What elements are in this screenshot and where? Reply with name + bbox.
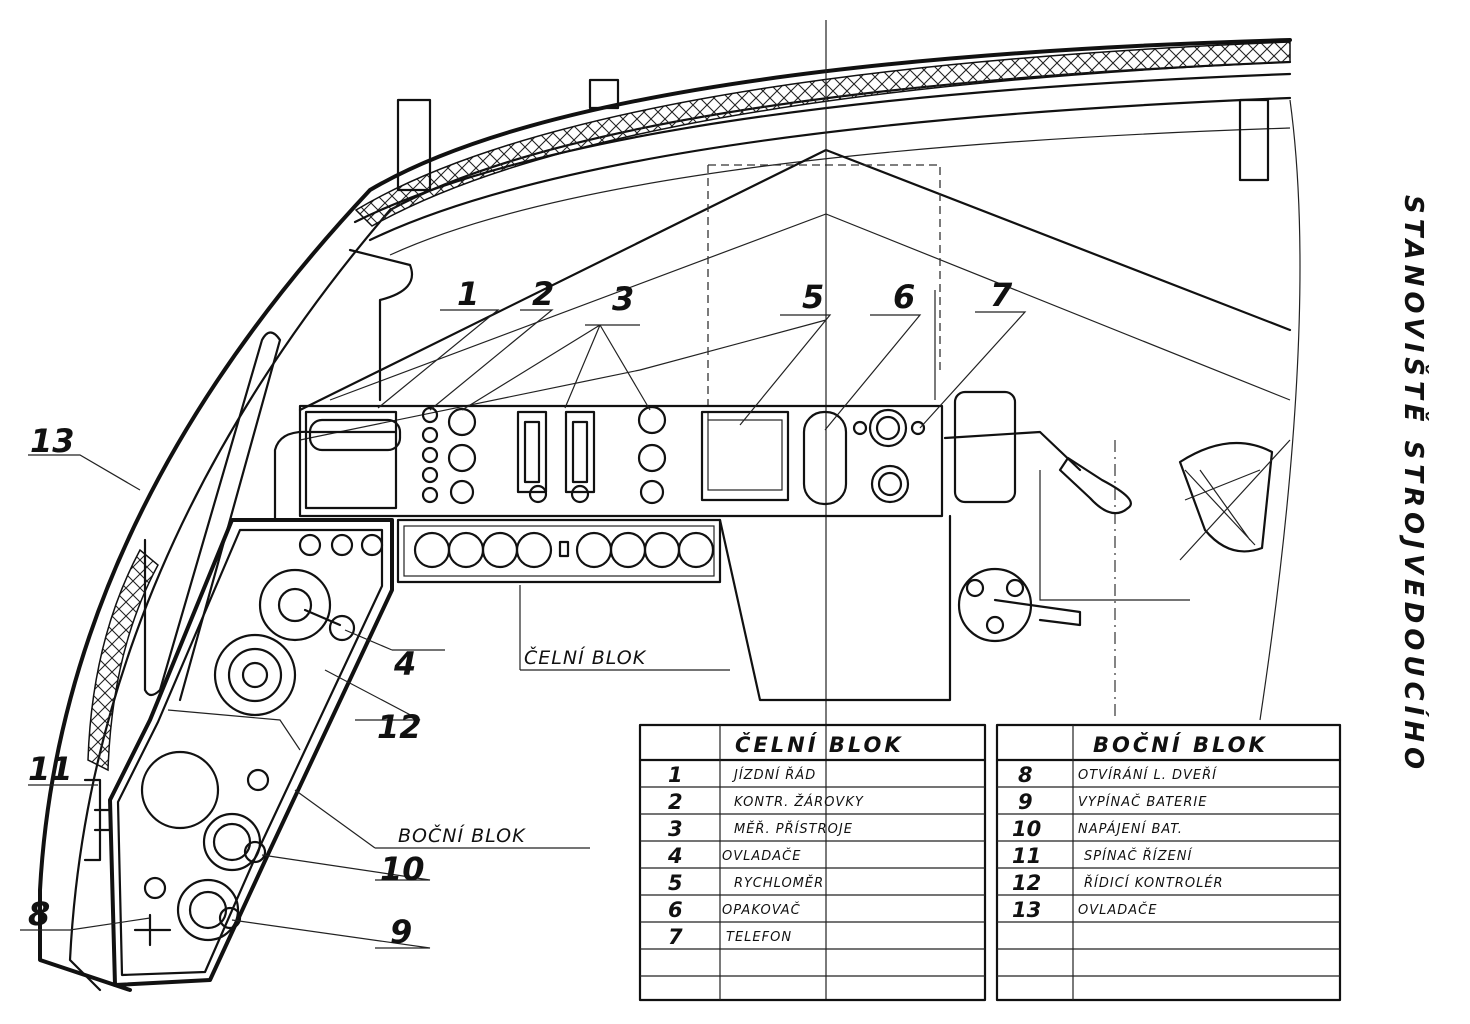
side-block-label: BOČNÍ BLOK [398,823,526,847]
legend-text: RYCHLOMĚR [734,875,824,891]
legend-num: 12 [1012,871,1041,895]
legend-num: 6 [668,898,683,922]
callout-8: 8 [28,895,50,933]
callout-10: 10 [380,850,425,888]
legend-num: 1 [668,763,683,787]
callout-numbers: 1 2 3 4 5 6 7 8 9 10 11 12 13 [28,275,1013,951]
master-controller [213,633,297,717]
leader-lines [20,309,1027,949]
legend-front-heading: ČELNÍ BLOK [735,732,904,757]
legend-side-table: BOČNÍ BLOK 8 OTVÍRÁNÍ L. DVEŘÍ 9 VYPÍNAČ… [995,723,1342,1002]
legend-num: 8 [1018,763,1033,787]
legend-side-heading: BOČNÍ BLOK [1093,732,1268,757]
side-panel [108,248,413,987]
drawing-title: STANOVIŠTĚ STROJVEDOUCÍHO [1398,195,1430,774]
cab-shell [38,38,1292,992]
legend-num: 3 [668,817,683,841]
brake-handle [957,567,1082,643]
callout-2: 2 [532,275,554,313]
speedometer [700,410,790,502]
legend-text: OVLADAČE [722,848,801,864]
legend-text: KONTR. ŽÁROVKY [734,794,864,810]
legend-num: 10 [1012,817,1041,841]
callout-5: 5 [802,278,824,316]
legend-text: NAPÁJENÍ BAT. [1078,821,1183,837]
repeater [802,410,848,506]
legend-num: 5 [668,871,683,895]
legend-num: 13 [1012,898,1041,922]
callout-7: 7 [990,276,1013,314]
front-block-label: ČELNÍ BLOK [524,645,647,669]
legend-text: JÍZDNÍ ŘÁD [731,767,816,783]
legend-text: OPAKOVAČ [722,902,801,918]
legend-text: OTVÍRÁNÍ L. DVEŘÍ [1078,767,1217,783]
legend-text: ŘÍDICÍ KONTROLÉR [1084,875,1224,891]
telephone [943,390,1291,561]
legend-text: SPÍNAČ ŘÍZENÍ [1084,848,1192,864]
callout-13: 13 [30,422,75,460]
legend-text: TELEFON [726,930,792,945]
front-panel [273,404,952,702]
legend-num: 11 [1012,844,1041,868]
measuring-gauges [447,405,667,505]
callout-11: 11 [28,750,73,788]
control-lamps [421,406,439,504]
legend-num: 2 [668,790,683,814]
legend-front-table: ČELNÍ BLOK 1 JÍZDNÍ ŘÁD 2 KONTR. ŽÁROVKY… [638,723,987,1002]
windshield-lines [298,20,1301,1000]
callout-6: 6 [893,278,915,316]
callout-4: 4 [393,645,416,683]
legend-num: 9 [1018,790,1033,814]
legend-num: 4 [667,844,683,868]
legend-text: OVLADAČE [1078,902,1157,918]
legend-text: MĚŘ. PŘÍSTROJE [734,821,853,837]
callout-9: 9 [390,913,412,951]
callout-3: 3 [612,280,634,318]
callout-12: 12 [377,708,422,746]
legend-text: VYPÍNAČ BATERIE [1078,794,1207,810]
legend-num: 7 [668,925,683,949]
callout-1: 1 [457,275,479,313]
button-row [413,531,715,569]
